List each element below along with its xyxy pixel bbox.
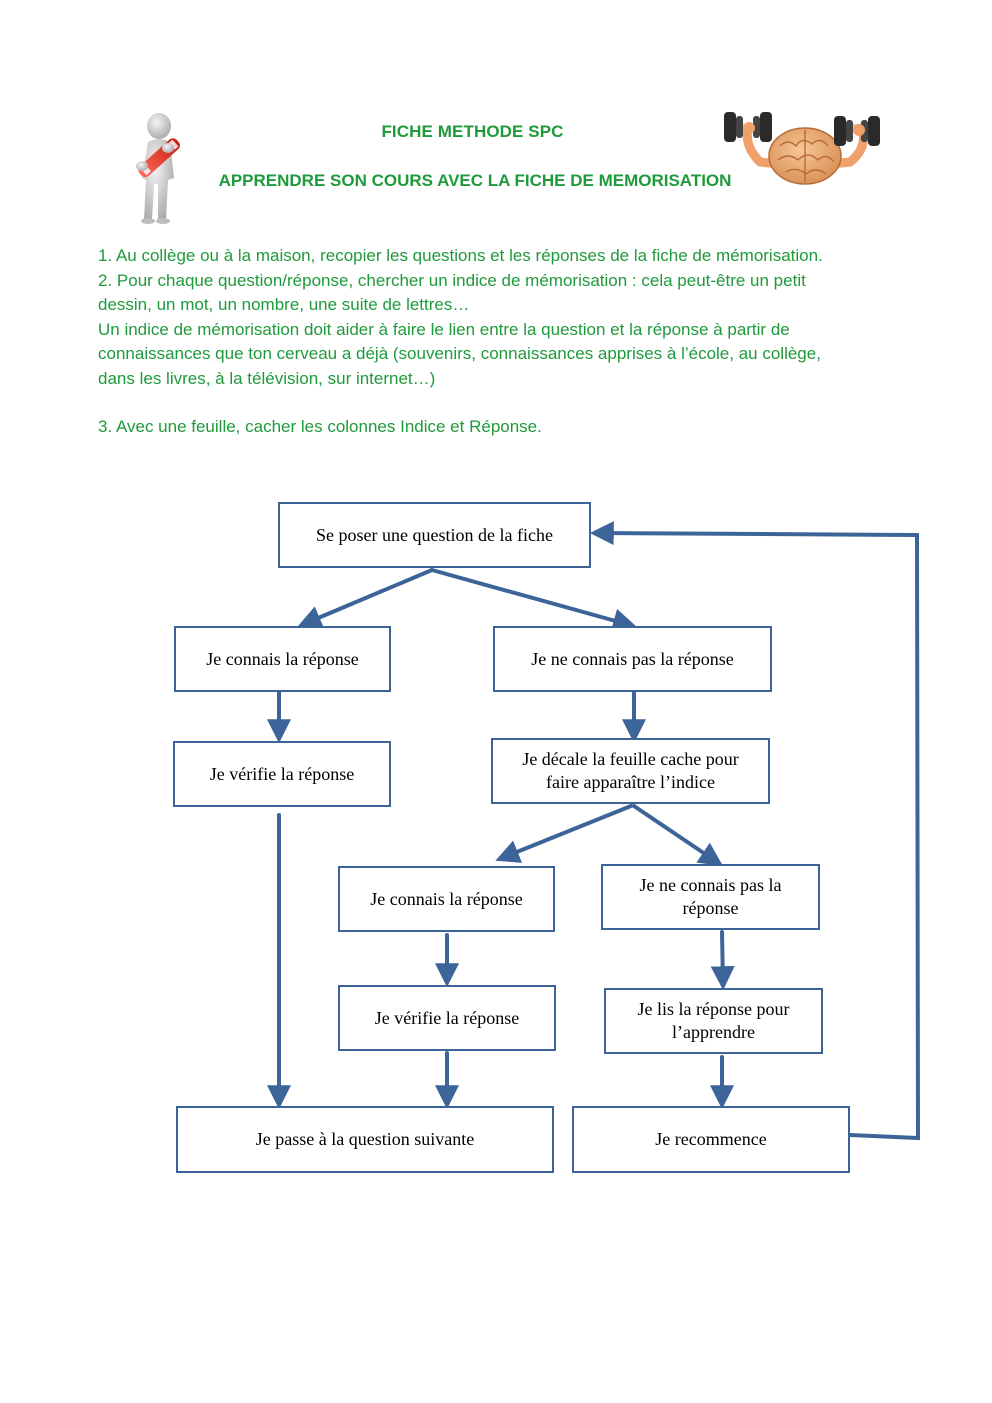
instruction-line-1: 1. Au collège ou à la maison, recopier l…: [98, 246, 823, 265]
page-title: FICHE METHODE SPC: [381, 122, 564, 141]
box-next-question: Je passe à la question suivante: [176, 1106, 554, 1173]
box-left-verify-answer: Je vérifie la réponse: [173, 741, 391, 807]
instruction-line-3: dessin, un mot, un nombre, une suite de …: [98, 295, 470, 314]
box-right-dont-know-answer: Je ne connais pas la réponse: [493, 626, 772, 692]
box-mid-know-answer: Je connais la réponse: [338, 866, 555, 932]
instruction-line-4: Un indice de mémorisation doit aider à f…: [98, 319, 790, 339]
instruction-line-6: dans les livres, à la télévision, sur in…: [98, 368, 436, 388]
arrow-start-to-right: [430, 568, 637, 633]
brain-lifting-dumbbells-icon: [724, 112, 880, 185]
box-read-answer: Je lis la réponse pour l’apprendre: [604, 988, 823, 1054]
arrow-start-to-left: [297, 568, 434, 629]
instruction-line-5: connaissances que ton cerveau a déjà (so…: [98, 344, 821, 363]
box-mid-verify-answer: Je vérifie la réponse: [338, 985, 556, 1051]
arrow-mid-dontknow-to-read: [710, 930, 735, 991]
box-start-question: Se poser une question de la fiche: [278, 502, 591, 568]
box-shift-sheet: Je décale la feuille cache pour faire ap…: [491, 738, 770, 804]
figure-with-pencil-icon: [136, 113, 180, 224]
page-subtitle: APPRENDRE SON COURS AVEC LA FICHE DE MEM…: [218, 171, 732, 190]
instruction-line-2: 2. Pour chaque question/réponse, cherche…: [98, 270, 806, 290]
instruction-line-7: 3. Avec une feuille, cacher les colonnes…: [98, 417, 542, 436]
box-left-know-answer: Je connais la réponse: [174, 626, 391, 692]
box-mid-dont-know-answer: Je ne connais pas la réponse: [601, 864, 820, 930]
box-restart: Je recommence: [572, 1106, 850, 1173]
arrow-shift-to-mid-know: [495, 804, 633, 863]
instructions-block: 1. Au collège ou à la maison, recopier l…: [98, 244, 898, 391]
arrow-shift-to-mid-dontknow: [632, 804, 723, 867]
